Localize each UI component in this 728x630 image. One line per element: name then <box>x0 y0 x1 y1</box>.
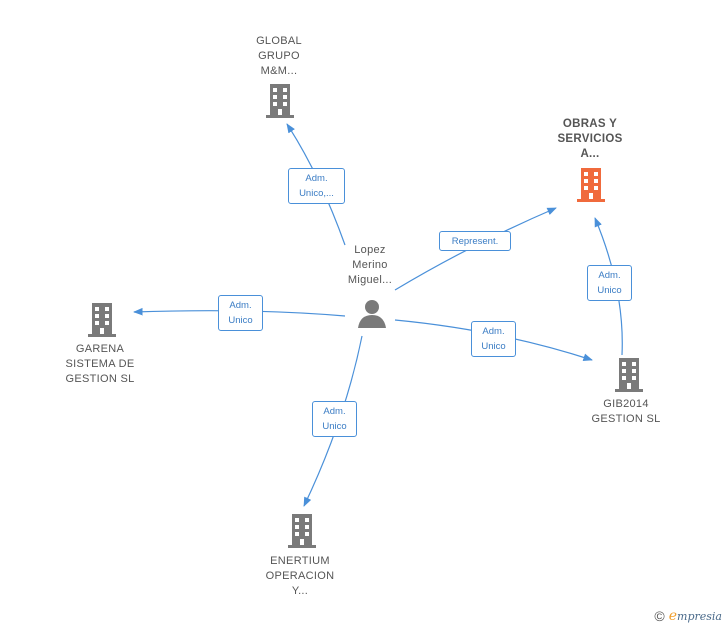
brand-e: e <box>668 608 678 624</box>
edge-label-to-garena[interactable]: Adm. Unico <box>218 295 263 331</box>
node-label-gib[interactable]: GIB2014 GESTION SL <box>591 398 661 425</box>
node-label-garena[interactable]: GARENA SISTEMA DE GESTION SL <box>65 343 135 385</box>
building-icon[interactable] <box>86 303 118 337</box>
building-icon[interactable] <box>264 84 296 118</box>
copyright-icon: © <box>654 608 665 624</box>
building-highlight-icon[interactable] <box>575 168 607 202</box>
edge-label-to-gib[interactable]: Adm. Unico <box>471 321 516 357</box>
building-icon[interactable] <box>286 514 318 548</box>
person-icon[interactable] <box>356 298 388 330</box>
edge-label-to-global[interactable]: Adm. Unico,... <box>288 168 345 204</box>
building-icon[interactable] <box>613 358 645 392</box>
edge-label-to-obras[interactable]: Represent. <box>439 231 511 251</box>
brand-footer: ©empresia <box>654 608 722 624</box>
node-label-global[interactable]: GLOBAL GRUPO M&M... <box>256 35 302 77</box>
node-label-person[interactable]: Lopez Merino Miguel... <box>347 244 393 286</box>
brand-rest: mpresia <box>677 610 722 623</box>
node-label-enertium[interactable]: ENERTIUM OPERACION Y... <box>265 555 335 597</box>
node-label-obras[interactable]: OBRAS Y SERVICIOS A... <box>557 118 623 160</box>
edge-label-to-enertium[interactable]: Adm. Unico <box>312 401 357 437</box>
edge-label-gib-to-obras[interactable]: Adm. Unico <box>587 265 632 301</box>
